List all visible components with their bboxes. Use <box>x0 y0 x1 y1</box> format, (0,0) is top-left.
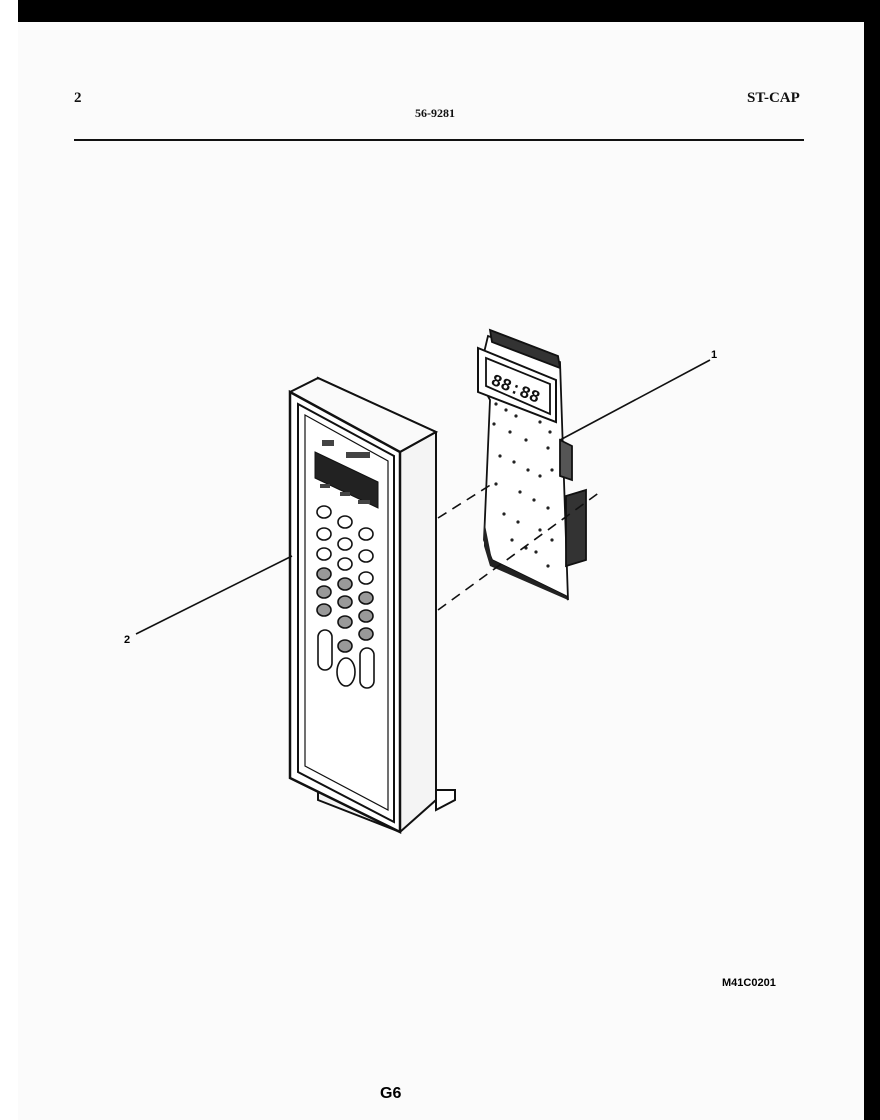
diagram-code: M41C0201 <box>722 977 776 989</box>
control-panel <box>288 376 456 835</box>
leader-line-1 <box>559 359 711 441</box>
model-code: ST-CAP <box>747 90 800 106</box>
leader-line-2 <box>135 555 293 635</box>
control-board <box>477 328 587 601</box>
assembly-lines <box>437 483 601 611</box>
callout-2: 2 <box>124 634 131 646</box>
keypad-buttons <box>316 505 375 689</box>
header-rule <box>74 139 804 141</box>
footer-page-code: G6 <box>380 1085 402 1102</box>
callout-1: 1 <box>711 349 718 361</box>
document-number: 56-9281 <box>415 106 455 120</box>
scan-left-margin <box>0 0 18 1120</box>
parts-page <box>18 22 864 1120</box>
page-number: 2 <box>74 90 82 106</box>
